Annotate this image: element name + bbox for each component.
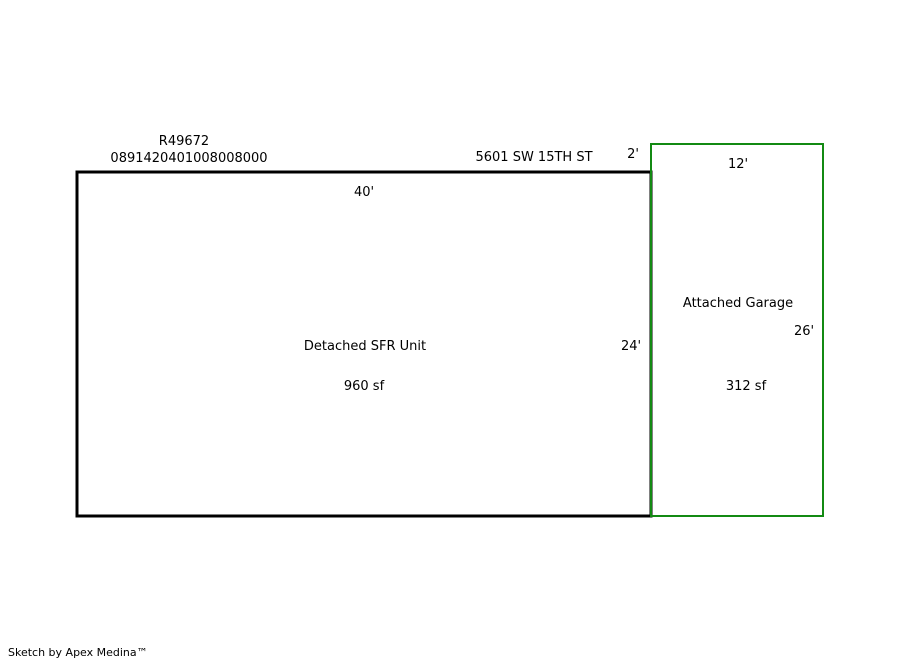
parcel-address: 5601 SW 15TH ST [475, 150, 593, 165]
garage-depth-label: 26' [793, 324, 815, 339]
parcel-number: 0891420401008008000 [110, 151, 268, 166]
sfr-name-label: Detached SFR Unit [303, 339, 427, 354]
sfr-width-label: 40' [353, 185, 375, 200]
garage-name-label: Attached Garage [682, 296, 794, 311]
sfr-depth-label: 24' [620, 339, 642, 354]
garage-width-label: 12' [727, 157, 749, 172]
sketch-credit: Sketch by Apex Medina™ [8, 646, 148, 659]
sfr-area-label: 960 sf [343, 379, 385, 394]
parcel-id: R49672 [158, 134, 210, 149]
attached-garage-outline [650, 143, 824, 517]
garage-offset-label: 2' [627, 147, 639, 162]
garage-area-label: 312 sf [725, 379, 767, 394]
